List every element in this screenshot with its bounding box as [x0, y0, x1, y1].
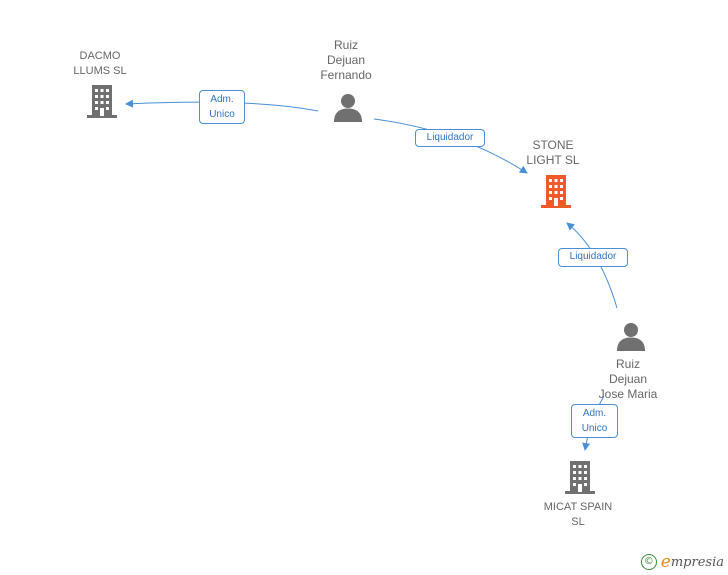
edge-label-liquidador: Liquidador: [415, 129, 485, 147]
edge-label-adm-unico: Adm. Unico: [199, 90, 245, 124]
company-label-dacmo: DACMO LLUMS SL: [73, 50, 127, 77]
building-icon[interactable]: [540, 174, 572, 208]
person-icon[interactable]: [616, 321, 646, 351]
person-icon[interactable]: [333, 92, 363, 122]
person-label-josemaria: Ruiz Dejuan Jose Maria: [598, 357, 658, 401]
company-label-stone: STONE LIGHT SL: [526, 138, 580, 167]
copyright-icon: ©: [640, 554, 657, 570]
footer-brand: © e mpresia: [640, 552, 724, 572]
edge-label-liquidador: Liquidador: [558, 248, 628, 267]
brand-logo-initial: e: [660, 552, 671, 572]
company-label-micat: MICAT SPAIN SL: [543, 501, 613, 528]
building-icon[interactable]: [86, 84, 118, 118]
edge-label-adm-unico: Adm. Unico: [571, 404, 618, 438]
person-label-fernando: Ruiz Dejuan Fernando: [320, 38, 372, 82]
brand-logo-text: mpresia: [670, 554, 724, 570]
building-icon[interactable]: [564, 460, 596, 494]
